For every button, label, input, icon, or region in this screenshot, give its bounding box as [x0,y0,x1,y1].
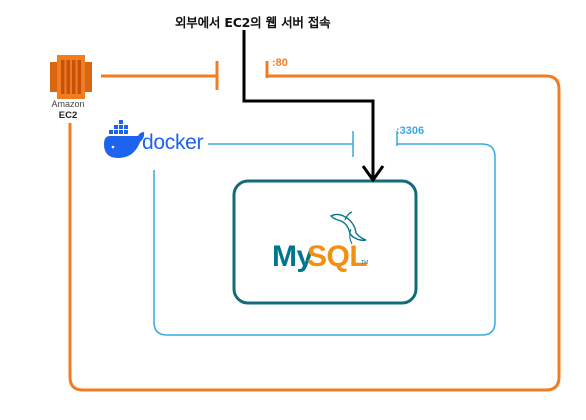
access-arrow-path [242,30,375,178]
mysql-trademark: TM [361,260,369,266]
port-3306-label: :3306 [396,125,425,137]
ec2-boundary [68,74,561,392]
mysql-dolphin-icon [329,211,367,245]
port-80-label: :80 [272,57,288,69]
docker-wordmark: docker [142,131,204,154]
docker-boundary [153,143,496,336]
aws-ec2-icon [50,55,92,99]
ec2-label-ec2: EC2 [58,110,78,121]
docker-whale-icon [104,120,145,158]
diagram-title: 외부에서 EC2의 웹 서버 접속 [175,15,331,30]
access-arrow-head [361,165,385,183]
mysql-container-box [232,179,418,305]
mysql-wordmark-my: My [272,240,313,273]
mysql-wordmark-sql: SQL [307,240,368,273]
ec2-label-amazon: Amazon [51,99,85,109]
